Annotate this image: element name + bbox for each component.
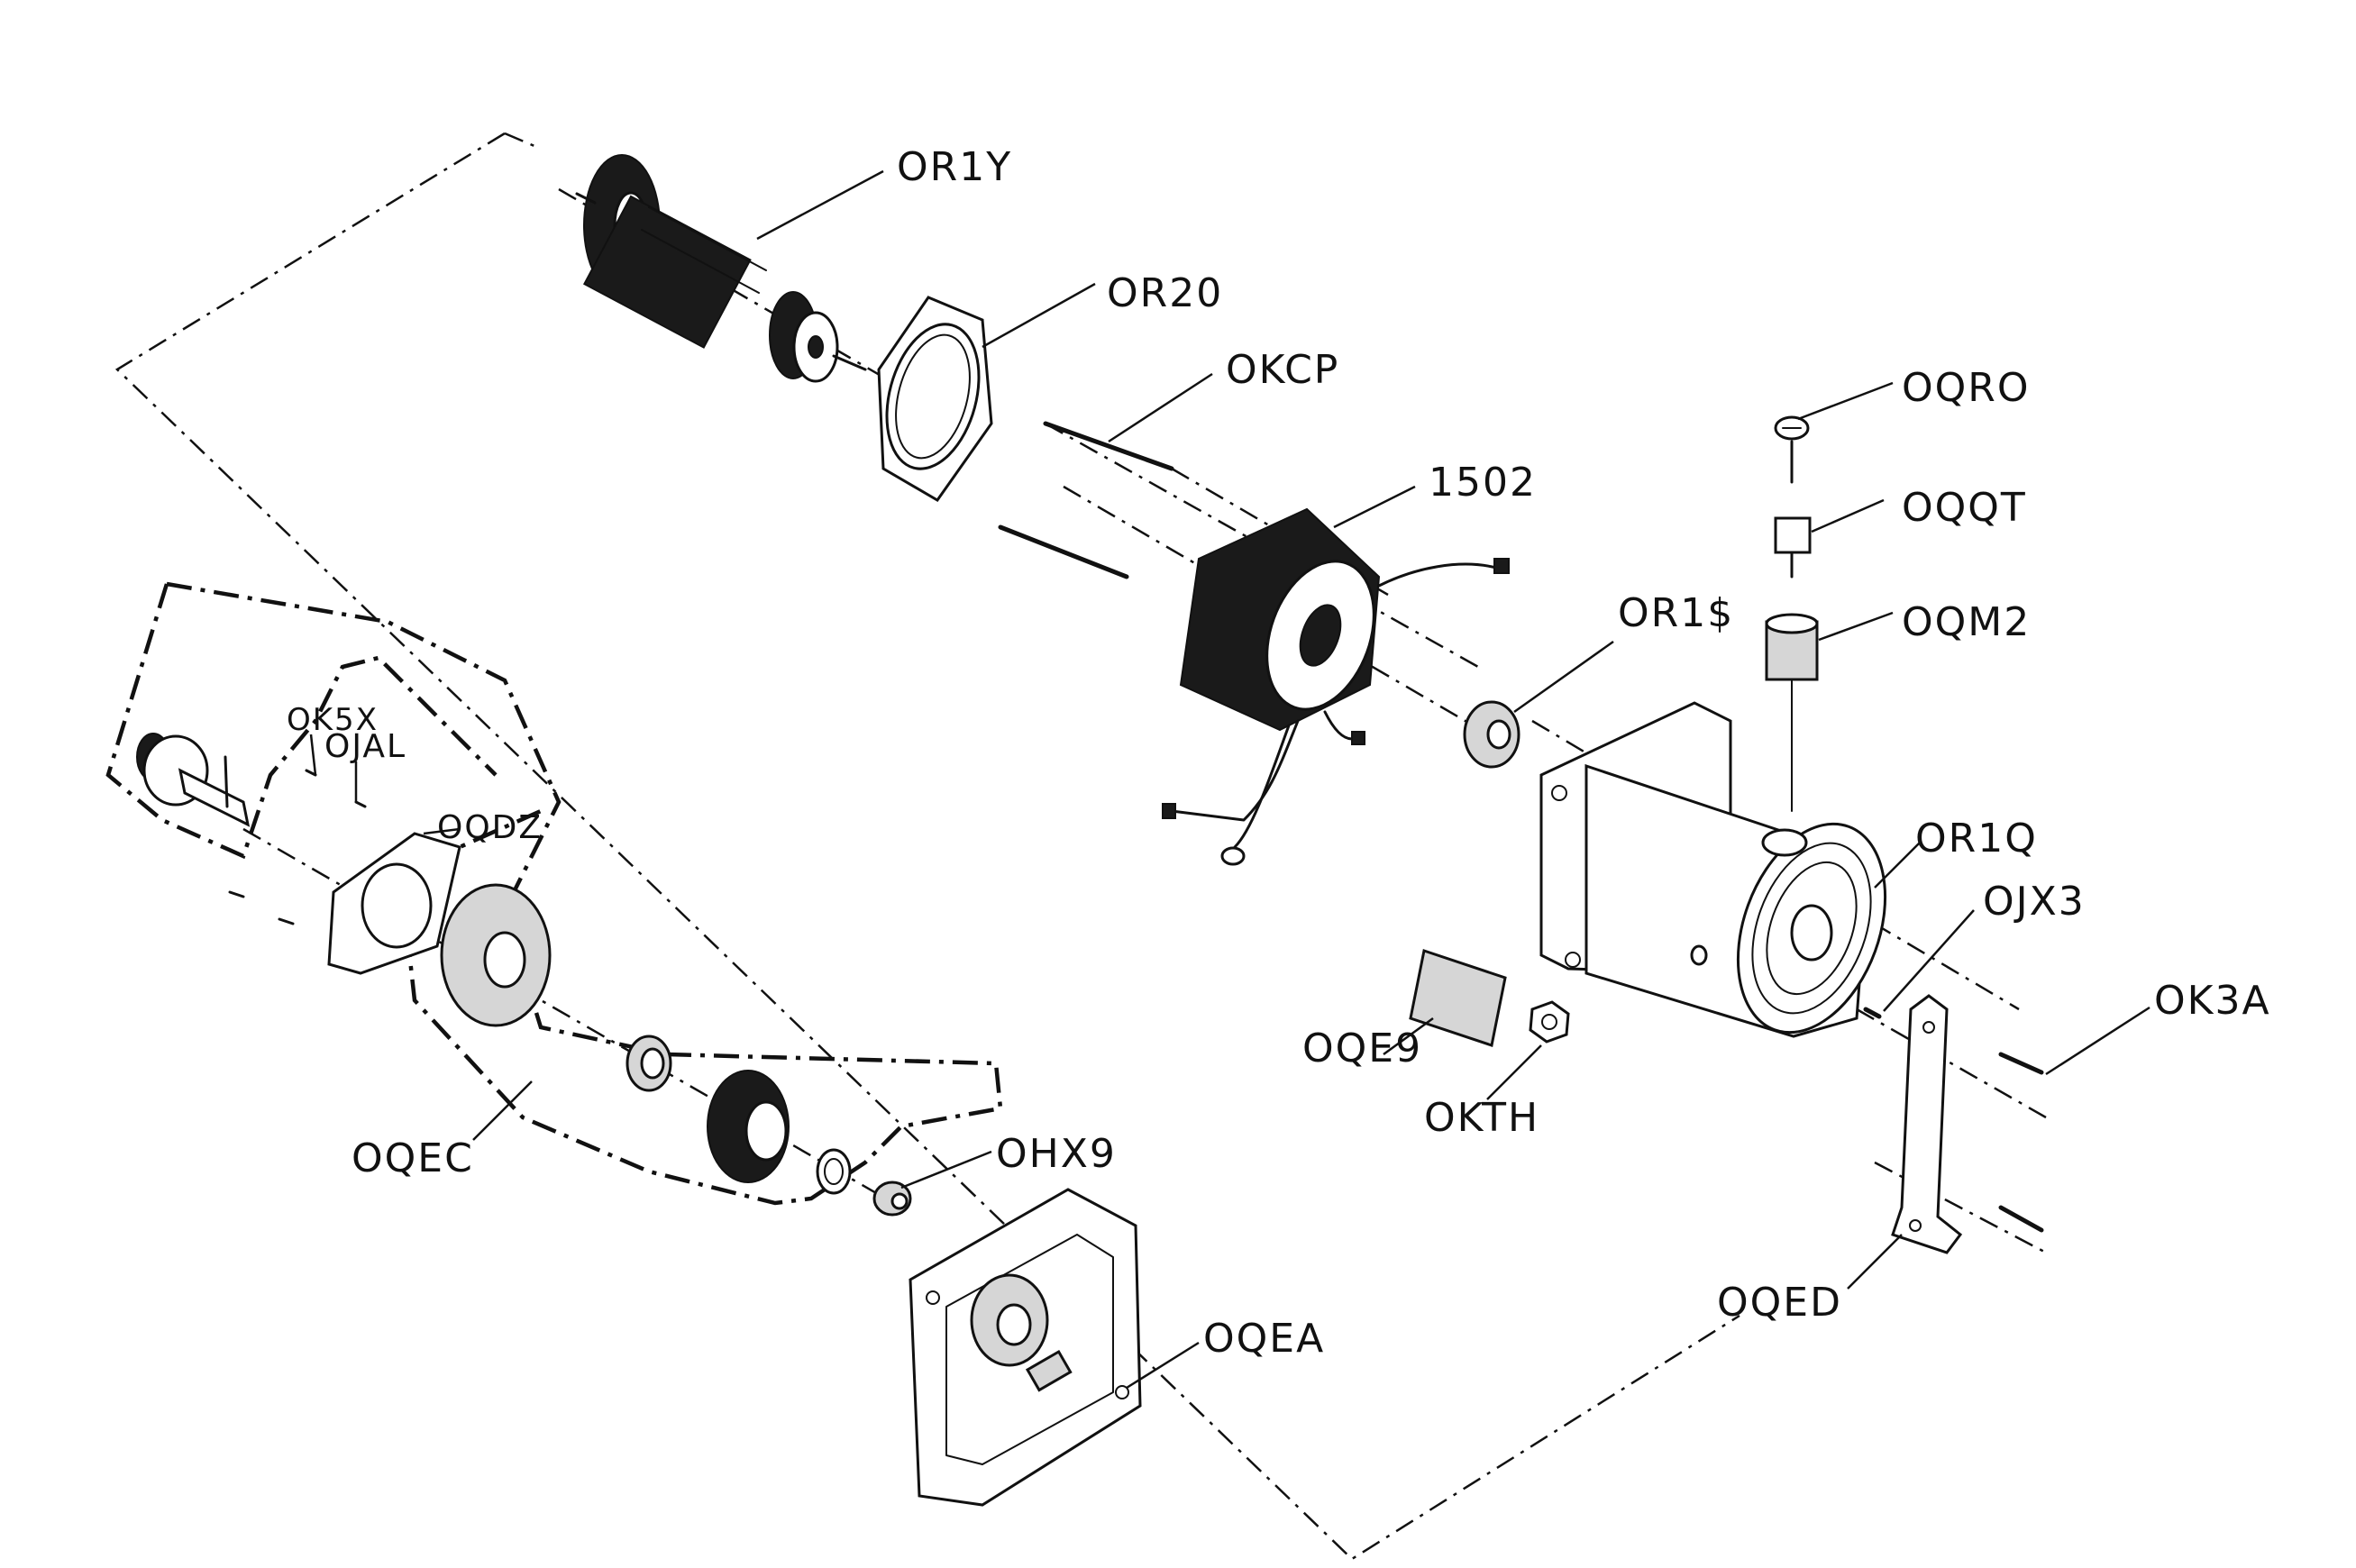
housing-screw-part — [1863, 1007, 1882, 1019]
label-ok5x: OK5X — [287, 702, 379, 738]
label-ohx9: OHX9 — [996, 1131, 1117, 1177]
gear-spacer-part — [626, 1035, 672, 1092]
label-ojx3: OJX3 — [1983, 879, 2086, 925]
bracket-screws-part — [1998, 1052, 2044, 1233]
nameplate-part — [1409, 949, 1507, 1047]
label-oqea: OQEA — [1203, 1316, 1325, 1362]
label-okcp: OKCP — [1226, 347, 1339, 393]
label-oqe9: OQE9 — [1302, 1026, 1422, 1071]
label-oqm2: OQM2 — [1902, 599, 2031, 645]
brush-cap-part — [1774, 415, 1810, 441]
output-shaft-group-boundary — [105, 581, 1003, 1206]
label-okth: OKTH — [1424, 1095, 1539, 1141]
label-1502: 1502 — [1429, 460, 1537, 506]
label-or20: OR20 — [1107, 270, 1223, 316]
exploded-view-boundary — [114, 132, 1740, 1561]
label-or1q: OR1Q — [1915, 816, 2038, 861]
mounting-bracket-part — [1891, 994, 1963, 1254]
label-oqed: OQED — [1717, 1280, 1842, 1326]
gear-cover-plate-part — [327, 832, 461, 975]
bushing-part — [872, 1181, 912, 1217]
label-ojal: OJAL — [324, 728, 406, 765]
brush-holder-part — [1765, 613, 1819, 812]
hex-nut-part — [1529, 1000, 1570, 1044]
label-or1s: OR1$ — [1618, 590, 1734, 636]
gear-case-part — [909, 1188, 1142, 1507]
bearing-part — [1463, 700, 1520, 769]
motor-housing-part — [1539, 701, 1887, 1038]
retaining-ring-part — [816, 1148, 852, 1195]
output-shaft-part — [136, 733, 251, 827]
assembly-axis-lines — [242, 187, 2047, 1254]
leader-lines — [309, 169, 2151, 1390]
label-oqqt: OQQT — [1902, 485, 2027, 531]
baffle-plate-part — [877, 296, 993, 502]
brush-spring-part — [1774, 440, 1812, 579]
drive-gear-part — [707, 1070, 790, 1183]
small-screws-part — [228, 769, 367, 925]
part-labels: OR1Y OR20 OKCP 1502 OQRO OQQT OQM2 OR1$ … — [287, 144, 2271, 1362]
armature-rotor-part — [575, 154, 867, 383]
through-bolts-part — [998, 421, 1174, 579]
label-ok3a: OK3A — [2154, 978, 2271, 1024]
gear-bearing-large-part — [440, 883, 552, 1027]
field-stator-part — [1162, 507, 1510, 866]
label-oqec: OQEC — [352, 1135, 474, 1181]
label-oqro: OQRO — [1902, 365, 2030, 411]
label-oqdz: OQDZ — [437, 809, 543, 846]
label-or1y: OR1Y — [897, 144, 1012, 190]
